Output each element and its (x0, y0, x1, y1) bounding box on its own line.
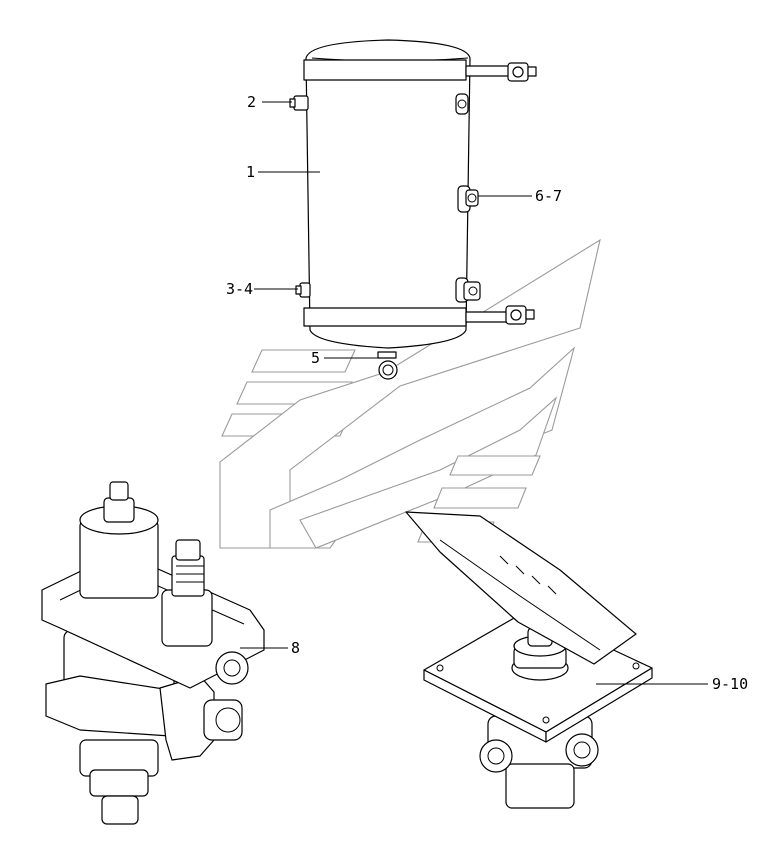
air-reservoir (289, 39, 537, 380)
callout-1: 1 (246, 163, 255, 181)
callout-5: 5 (311, 349, 320, 367)
bottom-strap-nut (505, 305, 535, 325)
callout-6-7: 6-7 (535, 187, 562, 205)
top-strap-nut (507, 62, 537, 82)
foot-brake-valve-9-10 (405, 511, 653, 809)
callout-3-4: 3-4 (226, 280, 253, 298)
callout-2: 2 (247, 93, 256, 111)
callout-8: 8 (291, 639, 300, 657)
leader-lines (240, 101, 708, 685)
relay-valve-8 (41, 481, 265, 825)
right-boss-upper (455, 93, 469, 115)
callout-9-10: 9-10 (712, 675, 748, 693)
right-boss-lower (455, 277, 481, 303)
plug-fitting-3-4 (295, 282, 311, 298)
drain-valve-5 (377, 351, 398, 380)
plug-fitting-2 (289, 95, 309, 111)
fitting-6-7 (457, 185, 479, 213)
